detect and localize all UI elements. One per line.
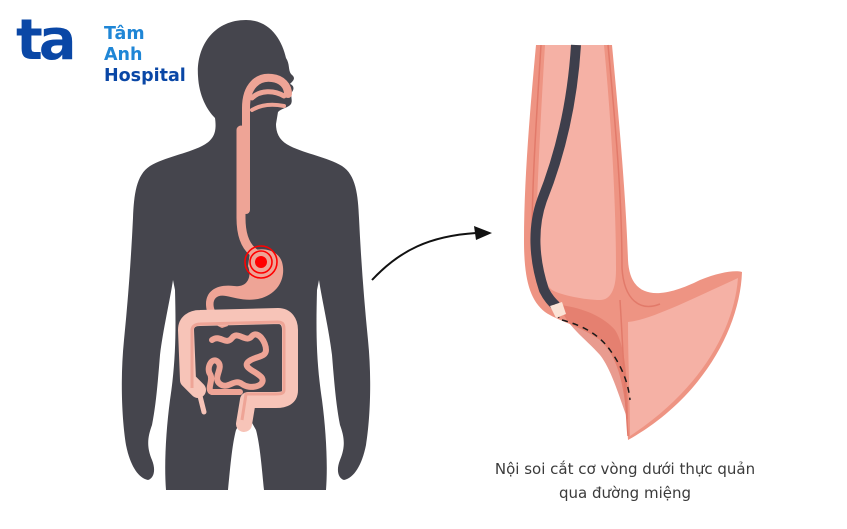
small-intestine	[205, 331, 269, 395]
zoom-arrow-icon	[371, 226, 492, 281]
hospital-logo: ta Tâm Anh Hospital	[16, 8, 186, 87]
colon-inner-line	[190, 320, 286, 421]
caption-line-2: qua đường miệng	[558, 484, 692, 502]
logo-wordmark: Tâm Anh Hospital	[104, 24, 186, 87]
caption-line-1: Nội soi cắt cơ vòng dưới thực quản	[494, 460, 756, 478]
lower-esophageal-sphincter	[560, 305, 628, 420]
human-body-illustration	[121, 20, 371, 490]
appendix	[197, 393, 207, 415]
logo-line-1: Tâm Anh	[104, 24, 145, 65]
esophagus-cross-section	[524, 44, 742, 440]
endoscope-cap	[550, 302, 566, 318]
esophagus-head	[242, 73, 292, 214]
myotomy-dashed-line	[561, 319, 631, 401]
stomach	[206, 249, 284, 328]
stomach-lumen	[628, 278, 738, 436]
esophagus-lumen	[535, 45, 616, 300]
gastric-fold-line	[619, 299, 629, 437]
muscle-line-right	[607, 44, 661, 308]
large-intestine	[178, 308, 298, 432]
logo-line-2: Hospital	[104, 66, 186, 86]
tongue	[250, 102, 286, 112]
logo-mark: ta	[16, 8, 77, 73]
pain-marker	[244, 245, 278, 279]
endoscope	[530, 44, 581, 310]
figure-caption: Nội soi cắt cơ vòng dưới thực quản qua đ…	[455, 457, 795, 505]
palate	[249, 89, 287, 101]
